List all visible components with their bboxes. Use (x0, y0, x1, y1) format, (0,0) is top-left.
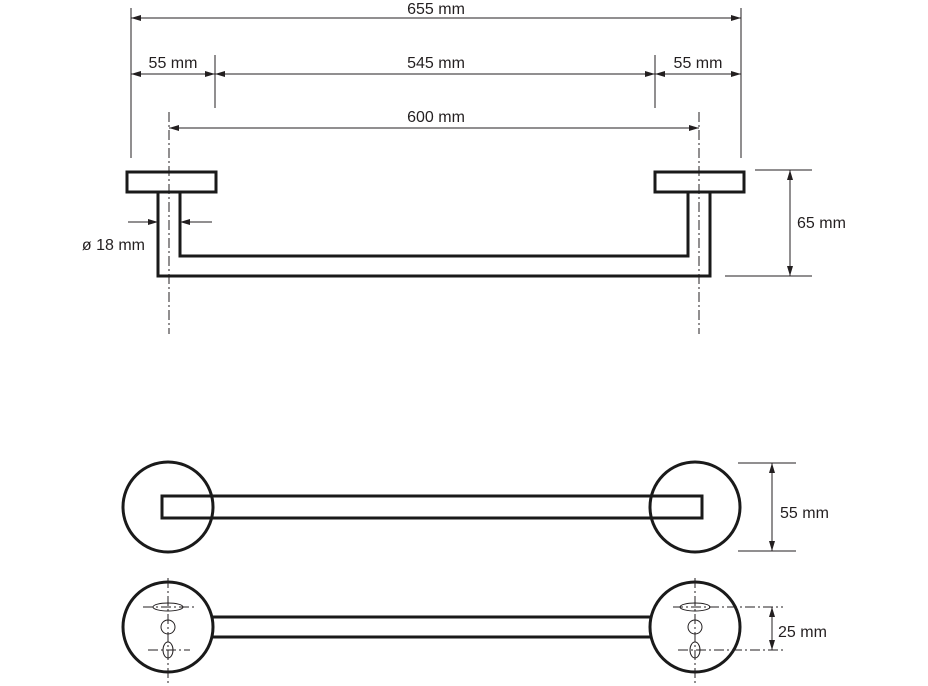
round-hole-icon (687, 619, 703, 635)
bar-span-label: 545 mm (407, 55, 465, 72)
overall-width-label: 655 mm (407, 1, 465, 18)
right-flange (653, 170, 746, 194)
flange-diameter-label: 55 mm (780, 505, 829, 522)
center-distance-label: 600 mm (407, 109, 465, 126)
flange-right-label: 55 mm (674, 55, 723, 72)
slot-hole-icon (162, 641, 174, 659)
flange-left-label: 55 mm (149, 55, 198, 72)
hole-spacing-label: 25 mm (778, 624, 827, 641)
front-view: 655 mm 55 mm 545 mm 55 mm 600 mm ø 18 mm… (82, 1, 846, 334)
round-hole-icon (160, 619, 176, 635)
tube-diameter-label: ø 18 mm (82, 237, 145, 254)
projection-label: 65 mm (797, 215, 846, 232)
left-flange (125, 170, 218, 194)
slot-hole-icon (679, 602, 711, 612)
slot-hole-icon (689, 641, 701, 659)
left-mounting-holes (143, 578, 195, 684)
right-flange-circle (648, 460, 742, 554)
top-view: 55 mm (121, 460, 829, 554)
rear-view: 25 mm (121, 578, 827, 684)
slot-hole-icon (152, 602, 184, 612)
bar-inner-outline (178, 192, 690, 258)
left-flange-circle (121, 460, 215, 554)
bar-top (160, 494, 704, 520)
bar-outer-outline (156, 192, 712, 278)
right-mounting-holes (673, 578, 783, 684)
